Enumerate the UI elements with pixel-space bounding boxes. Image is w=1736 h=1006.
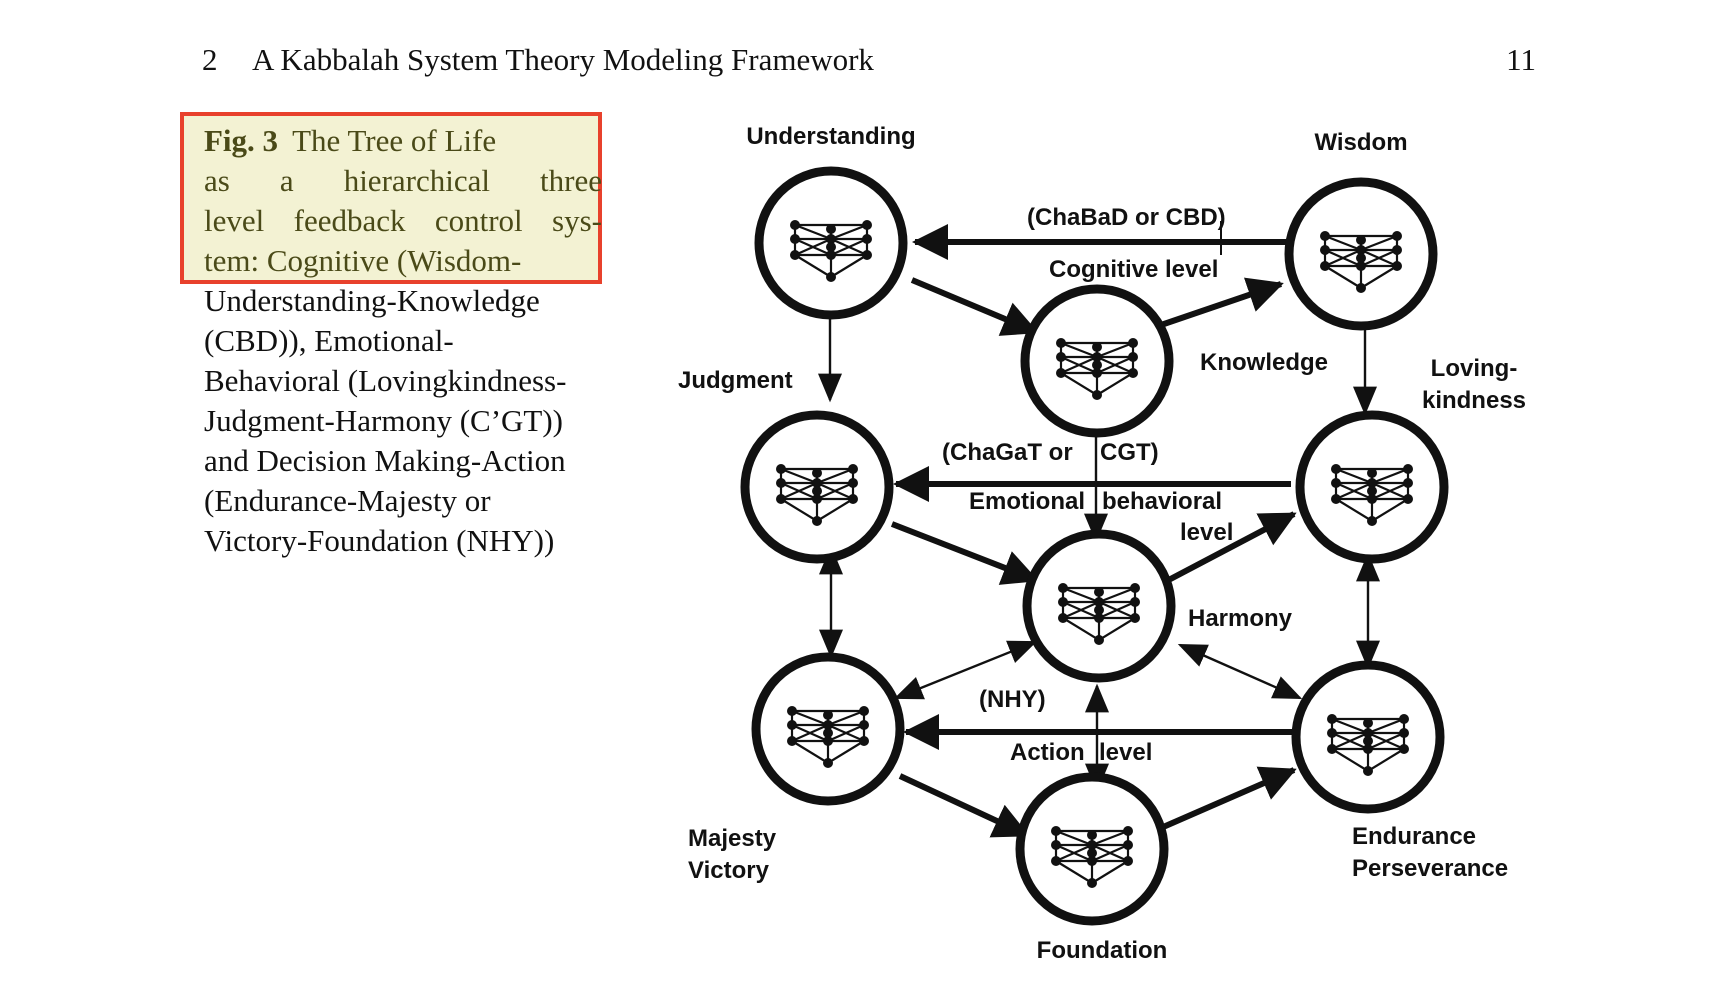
endurance-label-line1: Endurance — [1352, 823, 1476, 850]
knowledge-label: Knowledge — [1200, 349, 1328, 376]
caption-line-10: (Endurance-Majesty or — [204, 483, 491, 518]
foundation-label: Foundation — [1037, 937, 1168, 964]
caption-line-1: Fig. 3 The Tree of Life — [204, 121, 602, 161]
emotional-acronym-label-1: (ChaGaT or — [942, 439, 1073, 466]
harmony-label: Harmony — [1188, 605, 1293, 632]
running-head: 2 A Kabbalah System Theory Modeling Fram… — [202, 40, 1536, 80]
caption-line-6: (CBD)), Emotional- — [204, 323, 454, 358]
chapter-title: A Kabbalah System Theory Modeling Framew… — [252, 42, 874, 77]
judgment-label: Judgment — [678, 367, 793, 394]
harmony-majesty-link — [893, 640, 1038, 700]
understanding-node — [759, 171, 903, 315]
action-level-label-1: Action — [1010, 739, 1085, 766]
page-number: 11 — [1506, 42, 1536, 77]
understanding-to-knowledge-arrow — [910, 277, 1039, 336]
majesty-node — [756, 657, 900, 801]
caption-line-5: Understanding-Knowledge — [204, 283, 540, 318]
knowledge-node — [1025, 289, 1169, 433]
sefirot-nodes — [745, 171, 1444, 921]
level-labels: (ChaBaD or CBD) Cognitive level (ChaGaT … — [942, 204, 1233, 766]
caption-line-7: Behavioral (Lovingkindness- — [204, 363, 567, 398]
endurance-node — [1296, 665, 1440, 809]
knowledge-to-wisdom-arrow — [1160, 277, 1284, 328]
endurance-label-line2: Perseverance — [1352, 855, 1508, 882]
cognitive-level-label: Cognitive level — [1049, 256, 1218, 283]
caption-line-9: and Decision Making-Action — [204, 443, 566, 478]
tree-of-life-figure: Understanding Wisdom Knowledge Judgment … — [660, 104, 1560, 989]
caption-line-3: level feedback control sys- — [204, 203, 602, 238]
node-labels: Understanding Wisdom Knowledge Judgment … — [678, 123, 1526, 964]
wisdom-node — [1289, 182, 1433, 326]
caption-line-8: Judgment-Harmony (C’GT)) — [204, 403, 563, 438]
action-level-label-2: level — [1099, 739, 1152, 766]
foundation-to-endurance-arrow — [1152, 766, 1297, 834]
harmony-node — [1027, 534, 1171, 678]
caption-highlight-box — [180, 112, 602, 284]
caption-line-11: Victory-Foundation (NHY)) — [204, 523, 555, 558]
emotional-level-label-2: behavioral — [1102, 488, 1222, 515]
judgment-node — [745, 415, 889, 559]
tree-of-life-diagram: Understanding Wisdom Knowledge Judgment … — [678, 123, 1526, 964]
understanding-label: Understanding — [746, 123, 915, 150]
wisdom-label: Wisdom — [1314, 129, 1407, 156]
figure-label: Fig. 3 — [204, 123, 279, 158]
harmony-endurance-link — [1177, 643, 1303, 700]
lovingkindness-label-line1: Loving- — [1431, 355, 1518, 382]
emotional-level-label-3: level — [1180, 519, 1233, 546]
majesty-to-foundation-arrow — [898, 773, 1030, 838]
chapter-number: 2 — [202, 42, 218, 77]
lovingkindness-node — [1300, 415, 1444, 559]
action-acronym-label: (NHY) — [979, 686, 1046, 713]
majesty-label-line1: Majesty — [688, 825, 777, 852]
figure-caption: Fig. 3 The Tree of Life as a hierarchical… — [204, 121, 602, 561]
caption-line-4: tem: Cognitive (Wisdom- — [204, 243, 522, 278]
emotional-acronym-label-2: CGT) — [1100, 439, 1159, 466]
majesty-label-line2: Victory — [688, 857, 770, 884]
judgment-to-harmony-arrow — [890, 521, 1039, 585]
foundation-node — [1020, 777, 1164, 921]
caption-line-2: as a hierarchical three — [204, 163, 602, 198]
lovingkindness-label-line2: kindness — [1422, 387, 1526, 414]
caption-highlight-text-1: The Tree of Life — [292, 123, 497, 158]
harmony-to-lovingkindness-arrow — [1159, 511, 1297, 587]
cognitive-acronym-label: (ChaBaD or CBD) — [1027, 204, 1226, 231]
emotional-level-label-1: Emotional — [969, 488, 1085, 515]
